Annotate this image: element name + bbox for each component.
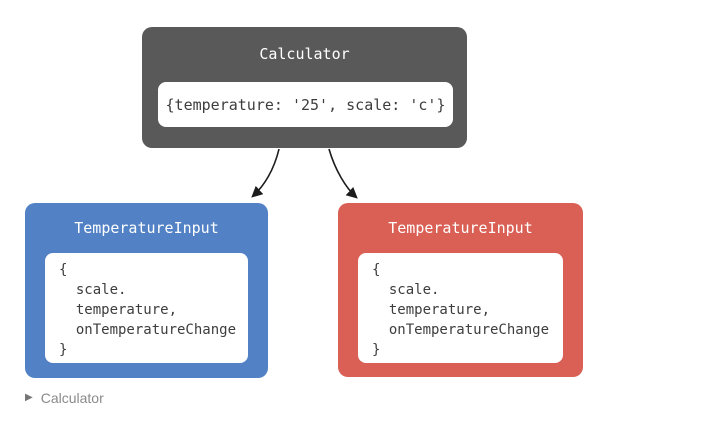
- temperature-input-left-title: TemperatureInput: [74, 219, 219, 237]
- calculator-state-panel: {temperature: '25', scale: 'c'}: [158, 82, 453, 127]
- calculator-state-text: {temperature: '25', scale: 'c'}: [165, 95, 446, 114]
- tree-row-calculator[interactable]: ▶ Calculator: [25, 390, 104, 406]
- calculator-title: Calculator: [259, 45, 350, 63]
- arrow-to-left-input: [251, 148, 280, 198]
- temperature-input-right-node: TemperatureInput { scale. temperature, o…: [338, 203, 583, 377]
- tree-row-label: Calculator: [40, 390, 104, 406]
- expander-icon[interactable]: ▶: [25, 392, 33, 403]
- temperature-input-right-props-panel: { scale. temperature, onTemperatureChang…: [358, 253, 563, 363]
- temperature-input-right-title: TemperatureInput: [388, 219, 533, 237]
- calculator-node: Calculator {temperature: '25', scale: 'c…: [142, 27, 467, 148]
- temperature-input-left-node: TemperatureInput { scale. temperature, o…: [25, 203, 268, 378]
- arrow-to-right-input: [328, 148, 358, 199]
- temperature-input-left-props-panel: { scale. temperature, onTemperatureChang…: [45, 253, 248, 363]
